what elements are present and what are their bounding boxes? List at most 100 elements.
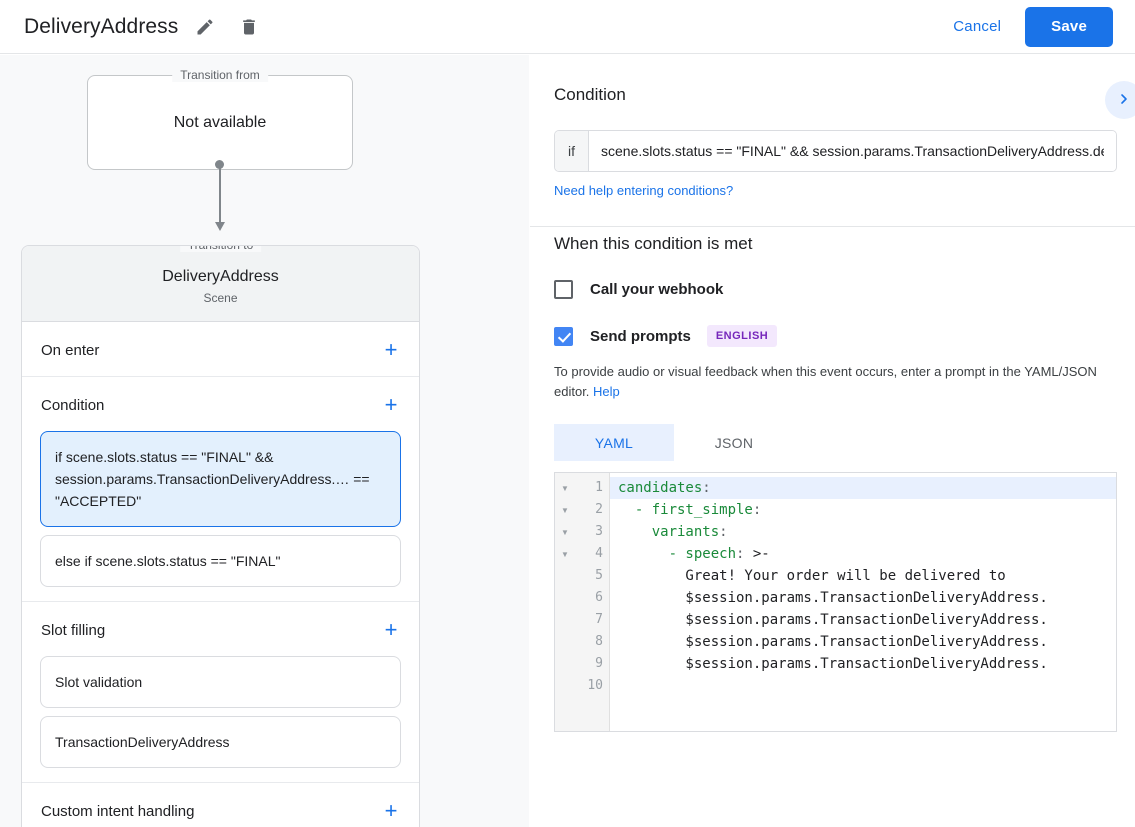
add-on-enter-button[interactable]: +	[379, 338, 403, 362]
list-item[interactable]: TransactionDeliveryAddress	[40, 716, 401, 768]
fold-spacer	[555, 653, 575, 675]
when-met-heading: When this condition is met	[554, 234, 753, 253]
condition-heading: Condition	[554, 85, 626, 104]
fold-toggle-icon[interactable]: ▼	[561, 505, 569, 515]
add-custom-intent-button[interactable]: +	[379, 799, 403, 823]
editor-code-line[interactable]: - speech: >-	[668, 546, 770, 562]
section-title-condition: Condition	[41, 396, 105, 414]
slot-filling-list: Slot validation TransactionDeliveryAddre…	[22, 656, 419, 782]
condition-if-label: if	[555, 131, 589, 171]
condition-list: if scene.slots.status == "FINAL" && sess…	[22, 431, 419, 601]
left-panel: Transition from Not available Transition…	[0, 55, 529, 827]
section-title-custom-intent-handling: Custom intent handling	[41, 802, 195, 820]
transition-from-box: Transition from Not available	[87, 68, 353, 170]
right-panel: Condition if Need help entering conditio…	[530, 55, 1135, 827]
section-header-custom-intent-handling: Custom intent handling +	[22, 783, 419, 827]
section-condition: Condition + if scene.slots.status == "FI…	[22, 377, 419, 602]
section-custom-intent-handling: Custom intent handling +	[22, 783, 419, 827]
condition-input[interactable]	[589, 131, 1116, 171]
condition-pane: Condition if Need help entering conditio…	[530, 55, 1135, 200]
editor-code-area[interactable]: candidates: - first_simple: variants: - …	[610, 473, 1116, 731]
condition-field[interactable]: if	[554, 130, 1117, 172]
list-item[interactable]: if scene.slots.status == "FINAL" && sess…	[40, 431, 401, 527]
tab-yaml[interactable]: YAML	[554, 424, 674, 461]
page-title: DeliveryAddress	[24, 14, 179, 38]
editor-code-line[interactable]: candidates:	[610, 477, 1116, 499]
transition-to-subtitle: Scene	[203, 291, 238, 305]
editor-line-number: 1	[595, 480, 603, 495]
code-editor[interactable]: ▼ ▼ ▼ ▼ 1 2 3 4 5 6 7 8 9 10 candidates: - first_sim…	[554, 472, 1117, 732]
editor-code-line[interactable]: $session.params.TransactionDeliveryAddre…	[618, 656, 1048, 672]
call-webhook-label: Call your webhook	[590, 281, 724, 298]
editor-line-numbers: 1 2 3 4 5 6 7 8 9 10	[575, 473, 610, 731]
editor-code-line[interactable]: - first_simple:	[634, 502, 762, 518]
trash-icon	[239, 17, 259, 37]
editor-line-number: 4	[595, 546, 603, 561]
editor-line-number: 8	[595, 634, 603, 649]
editor-line-number: 2	[595, 502, 603, 517]
transition-to-title: DeliveryAddress	[162, 268, 279, 285]
fold-toggle-icon[interactable]: ▼	[561, 549, 569, 559]
section-title-slot-filling: Slot filling	[41, 621, 106, 639]
prompts-hint: To provide audio or visual feedback when…	[554, 362, 1111, 402]
editor-line-number: 6	[595, 590, 603, 605]
cancel-button[interactable]: Cancel	[939, 10, 1015, 43]
section-header-condition: Condition +	[22, 377, 419, 431]
add-condition-button[interactable]: +	[379, 393, 403, 417]
editor-code-line[interactable]	[610, 675, 1116, 697]
list-item[interactable]: else if scene.slots.status == "FINAL"	[40, 535, 401, 587]
editor-code-line[interactable]: variants:	[651, 524, 728, 540]
editor-format-tabs: YAML JSON	[554, 424, 1111, 461]
fold-spacer	[555, 587, 575, 609]
editor-line-number: 3	[595, 524, 603, 539]
fold-toggle-icon[interactable]: ▼	[561, 483, 569, 493]
prompts-hint-text: To provide audio or visual feedback when…	[554, 364, 1097, 399]
section-header-slot-filling: Slot filling +	[22, 602, 419, 656]
send-prompts-checkbox[interactable]	[554, 326, 573, 346]
call-webhook-checkbox[interactable]	[554, 280, 573, 299]
connector-line	[219, 164, 221, 224]
tab-json[interactable]: JSON	[674, 424, 794, 461]
editor-fold-gutter[interactable]: ▼ ▼ ▼ ▼	[555, 473, 575, 731]
transition-from-value: Not available	[173, 113, 267, 131]
expand-panel-button[interactable]	[1105, 81, 1135, 119]
pencil-icon	[195, 17, 215, 37]
editor-code-line[interactable]: $session.params.TransactionDeliveryAddre…	[618, 590, 1048, 606]
editor-line-number: 10	[587, 678, 603, 693]
when-condition-met-pane: When this condition is met Call your web…	[530, 200, 1135, 732]
chevron-right-icon	[1116, 91, 1132, 110]
editor-code-line[interactable]: $session.params.TransactionDeliveryAddre…	[618, 612, 1048, 628]
send-prompts-row[interactable]: Send prompts ENGLISH	[554, 325, 1111, 347]
prompts-help-link[interactable]: Help	[593, 384, 620, 399]
top-app-bar: DeliveryAddress Cancel Save	[0, 0, 1135, 54]
section-title-on-enter: On enter	[41, 341, 100, 359]
send-prompts-label: Send prompts	[590, 327, 691, 345]
section-on-enter: On enter +	[22, 322, 419, 377]
panel-divider	[530, 226, 1135, 227]
transition-to-card: Transition to DeliveryAddress Scene On e…	[21, 245, 420, 827]
fold-spacer	[555, 609, 575, 631]
edit-button[interactable]	[188, 10, 222, 44]
add-slot-filling-button[interactable]: +	[379, 618, 403, 642]
editor-code-line[interactable]: Great! Your order will be delivered to	[618, 568, 1006, 584]
language-badge: ENGLISH	[706, 325, 778, 347]
connector-arrow-icon	[214, 222, 225, 231]
save-button[interactable]: Save	[1025, 6, 1113, 47]
webhook-checkbox-row[interactable]: Call your webhook	[554, 280, 1111, 299]
transition-from-legend: Transition from	[172, 68, 268, 82]
editor-code-line[interactable]: $session.params.TransactionDeliveryAddre…	[618, 634, 1048, 650]
fold-spacer	[555, 565, 575, 587]
fold-spacer	[555, 631, 575, 653]
transition-to-legend: Transition to	[179, 246, 262, 252]
transition-to-header: Transition to DeliveryAddress Scene	[22, 246, 419, 322]
editor-line-number: 9	[595, 656, 603, 671]
list-item[interactable]: Slot validation	[40, 656, 401, 708]
fold-toggle-icon[interactable]: ▼	[561, 527, 569, 537]
editor-line-number: 5	[595, 568, 603, 583]
condition-help-link[interactable]: Need help entering conditions?	[554, 183, 734, 198]
fold-spacer	[555, 675, 575, 697]
delete-button[interactable]	[232, 10, 266, 44]
editor-line-number: 7	[595, 612, 603, 627]
section-header-on-enter: On enter +	[22, 322, 419, 376]
